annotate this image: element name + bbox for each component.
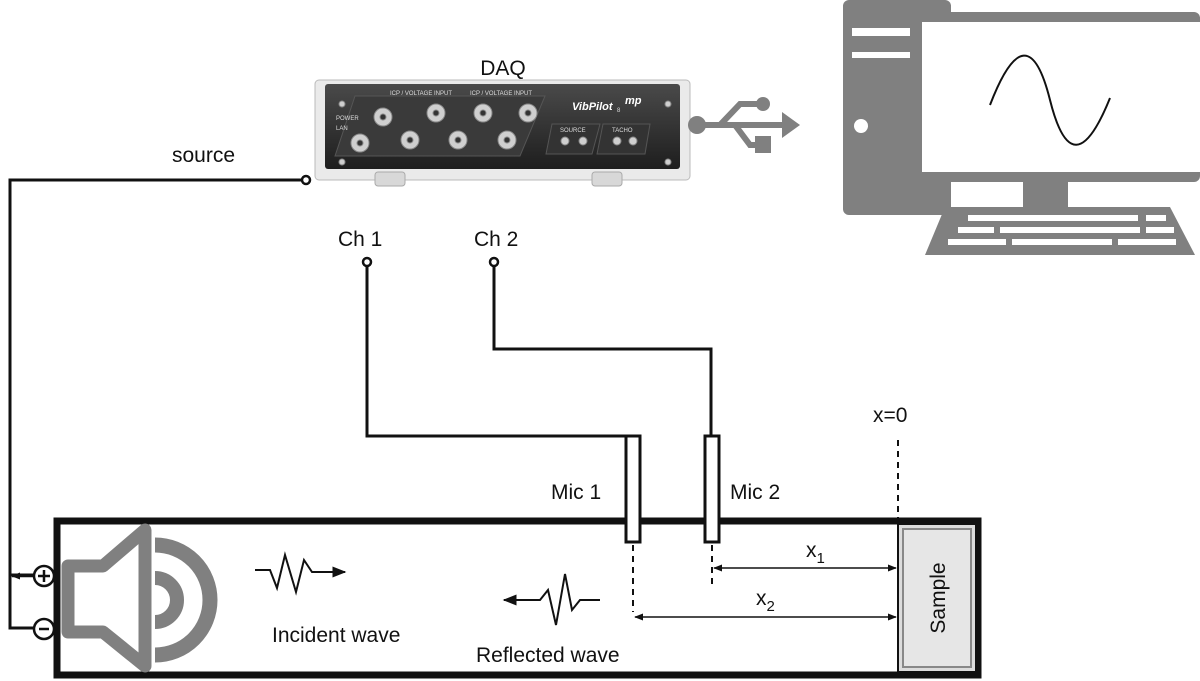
mic2-label: Mic 2	[730, 481, 780, 504]
speaker-minus-terminal	[32, 617, 56, 641]
daq-panel-right-label: ICP / VOLTAGE INPUT	[470, 91, 532, 97]
x1-label: x1	[806, 539, 825, 567]
x2-label: x2	[756, 587, 775, 615]
mic-2	[703, 434, 721, 544]
daq-brand-sub: 8	[617, 108, 621, 114]
source-label: source	[172, 144, 235, 167]
mic1-label: Mic 1	[551, 481, 601, 504]
x2-subscript: 2	[767, 598, 775, 615]
ch1-wire	[361, 256, 627, 438]
daq-tacho-label: TACHO	[612, 128, 633, 134]
daq-lan-label: LAN	[336, 126, 348, 132]
sample-label: Sample	[927, 562, 950, 633]
desktop-computer-icon	[843, 0, 1200, 255]
monitor-neck	[1023, 182, 1068, 208]
speaker-plus-terminal	[11, 564, 56, 588]
daq-foot-right	[591, 171, 623, 187]
daq-source-label: SOURCE	[560, 128, 586, 134]
reflected-wave-icon	[502, 573, 600, 626]
ch2-label: Ch 2	[474, 228, 518, 251]
daq-logo: mp	[625, 95, 642, 107]
daq-brand: VibPilot	[572, 101, 614, 113]
ch1-label: Ch 1	[338, 228, 382, 251]
ch2-wire	[488, 256, 713, 437]
mic-1	[624, 434, 642, 544]
incident-wave-label: Incident wave	[272, 624, 400, 647]
screen-sine-wave	[989, 54, 1111, 146]
x0-label: x=0	[873, 404, 907, 427]
daq-foot-left	[374, 171, 406, 187]
sample: Sample	[897, 523, 977, 673]
usb-icon	[688, 97, 800, 153]
daq-power-label: POWER	[336, 116, 359, 122]
daq-device: DAQ ICP / VOLTAGE INPUT ICP / VOLTAGE IN…	[314, 57, 691, 187]
computer-screen	[922, 22, 1200, 172]
daq-label: DAQ	[480, 57, 526, 80]
speaker-icon	[61, 523, 218, 673]
x1-subscript: 1	[817, 550, 825, 567]
daq-panel-left-label: ICP / VOLTAGE INPUT	[390, 91, 452, 97]
incident-wave-icon	[255, 551, 347, 596]
daq-bnc-connectors	[338, 100, 672, 166]
reflected-wave-label: Reflected wave	[476, 644, 620, 667]
